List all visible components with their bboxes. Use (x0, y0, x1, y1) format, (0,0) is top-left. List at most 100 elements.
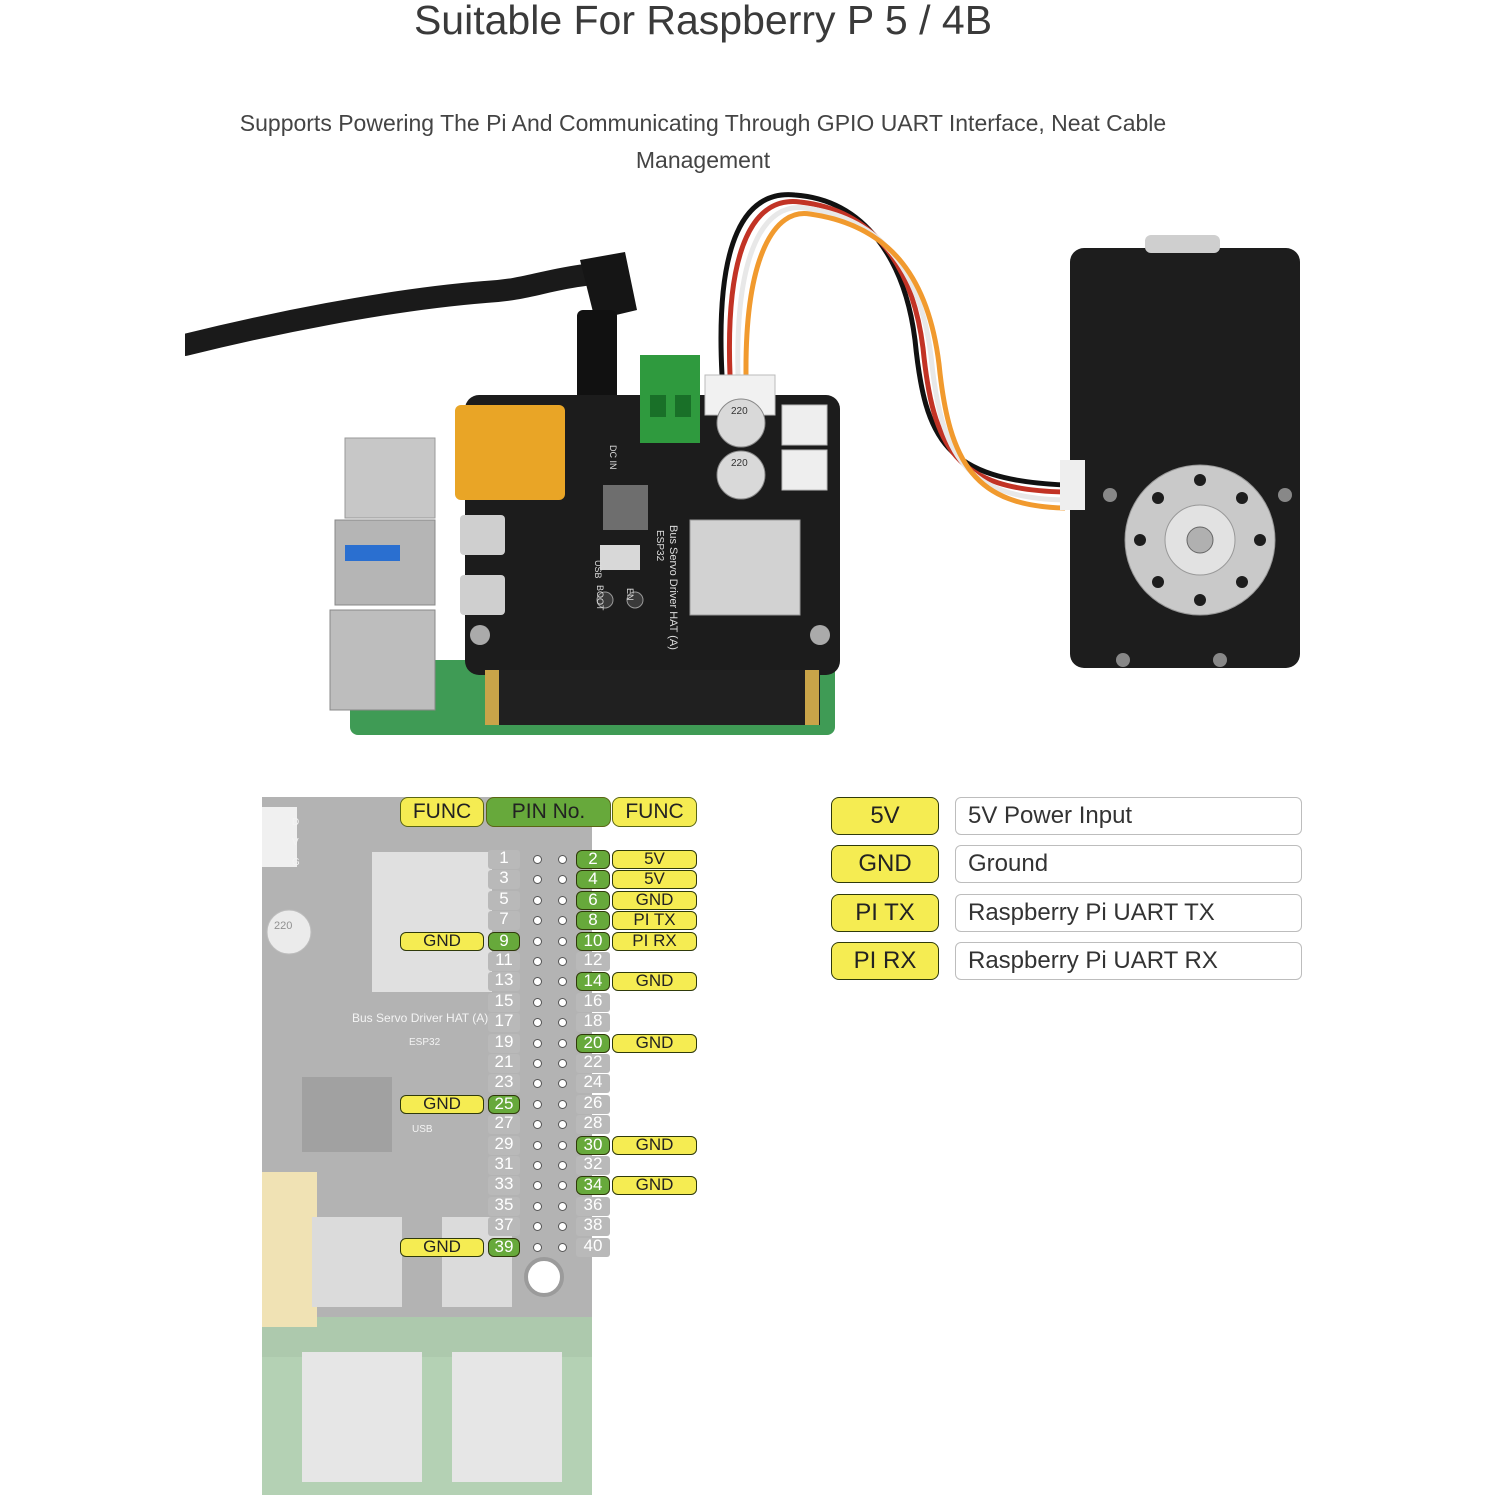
gpio-pin-dot (533, 1141, 542, 1150)
servo-port-2 (781, 404, 828, 446)
pin-number-even: 40 (576, 1237, 610, 1257)
pin-number-odd: 15 (488, 992, 520, 1012)
hat-faded-photo: 220 Bus Servo Driver HAT (A) ESP32 USB D… (262, 797, 592, 1495)
pin-number-even: 12 (576, 951, 610, 971)
ethernet-port (344, 437, 436, 519)
pin-func-right: GND (612, 1176, 697, 1195)
dc-plug-body (580, 252, 637, 320)
pin-number-odd: 17 (488, 1012, 520, 1032)
pin-number-even: 22 (576, 1053, 610, 1073)
gpio-pin-dot (558, 1059, 567, 1068)
pin-number-odd: 37 (488, 1216, 520, 1236)
pin-number-odd: 27 (488, 1114, 520, 1134)
gpio-pin-dot (558, 1039, 567, 1048)
gpio-pin-dot (558, 998, 567, 1007)
gpio-pin-dot (533, 1243, 542, 1252)
gpio-pin-dot (533, 1018, 542, 1027)
header-g-label: G (292, 857, 300, 868)
gpio-pin-dot (558, 916, 567, 925)
pin-number-odd: 31 (488, 1155, 520, 1175)
gpio-pin-dot (558, 896, 567, 905)
pin-func-left: GND (400, 1095, 484, 1114)
en-button (626, 591, 644, 609)
pin-number-even: 18 (576, 1012, 610, 1032)
pin-func-right: GND (612, 891, 697, 910)
legend-desc-gnd: Ground (955, 845, 1302, 883)
pin-number-even: 34 (576, 1176, 610, 1195)
gpio-pin-dot (533, 1100, 542, 1109)
dc-in-label: DC IN (608, 445, 618, 470)
header-func-left: FUNC (400, 797, 484, 827)
gpio-pin-dot (558, 1202, 567, 1211)
gpio-pin-dot (533, 1120, 542, 1129)
header-d-label: D (292, 817, 299, 828)
gpio-pin-dot (533, 1161, 542, 1170)
chip-label: ESP32 (654, 530, 665, 562)
pin-number-odd: 23 (488, 1073, 520, 1093)
slide-switch (600, 545, 640, 570)
servo-screw (1186, 526, 1214, 554)
pin-func-right: GND (612, 1136, 697, 1155)
legend-key-5v: 5V (831, 797, 939, 835)
legend-desc-pirx: Raspberry Pi UART RX (955, 942, 1302, 980)
gpio-pin-dot (558, 855, 567, 864)
pin-func-left: GND (400, 932, 484, 951)
en-label: EN (625, 588, 635, 601)
capacitor-label-2: 220 (731, 458, 748, 469)
gpio-pin-dot (558, 1141, 567, 1150)
header-func-right: FUNC (612, 797, 697, 827)
pin-number-even: 10 (576, 932, 610, 951)
gpio-pin-dot (533, 998, 542, 1007)
gpio-pin-dot (533, 937, 542, 946)
pin-number-even: 38 (576, 1216, 610, 1236)
pin-number-even: 20 (576, 1034, 610, 1053)
gpio-pin-dot (533, 875, 542, 884)
page-subtitle: Supports Powering The Pi And Communicati… (239, 110, 1167, 173)
gpio-pin-dot (558, 1079, 567, 1088)
gpio-pin-dot (533, 1202, 542, 1211)
esp32-module (689, 519, 801, 616)
board-name-label: Bus Servo Driver HAT (A) (667, 525, 679, 650)
pin-number-even: 36 (576, 1196, 610, 1216)
capacitor-1 (716, 398, 766, 448)
pin-func-right: 5V (612, 850, 697, 869)
usb-c-1 (460, 515, 505, 555)
gpio-pin-dot (558, 937, 567, 946)
gpio-pin-dot (533, 1039, 542, 1048)
legend-desc-pitx: Raspberry Pi UART TX (955, 894, 1302, 932)
pin-number-even: 2 (576, 850, 610, 869)
pin-number-odd: 5 (488, 890, 520, 910)
cap-label-faded: 220 (274, 920, 292, 932)
header-pin-no: PIN No. (486, 797, 611, 827)
header-v-label: V (292, 837, 299, 848)
pin-number-even: 8 (576, 911, 610, 930)
legend-key-gnd: GND (831, 845, 939, 883)
gpio-pin-dot (558, 1243, 567, 1252)
capacitor-label-1: 220 (731, 406, 748, 417)
gpio-pin-dot (533, 1059, 542, 1068)
gpio-pin-dot (533, 916, 542, 925)
pin-number-odd: 1 (488, 849, 520, 869)
pin-number-even: 16 (576, 992, 610, 1012)
pin-func-right: GND (612, 1034, 697, 1053)
usb-port-2 (329, 609, 436, 711)
pin-number-odd: 21 (488, 1053, 520, 1073)
inductor (603, 485, 648, 530)
gpio-pin-dot (533, 1181, 542, 1190)
pin-number-odd: 3 (488, 869, 520, 889)
pin-number-odd: 25 (488, 1095, 520, 1114)
gpio-pin-dot (558, 1181, 567, 1190)
pin-func-right: PI TX (612, 911, 697, 930)
gpio-pin-dot (533, 977, 542, 986)
pin-number-even: 30 (576, 1136, 610, 1155)
gpio-pin-dot (558, 977, 567, 986)
legend-key-pitx: PI TX (831, 894, 939, 932)
gpio-pin-dot (558, 1100, 567, 1109)
pin-number-even: 28 (576, 1114, 610, 1134)
gpio-pin-dot (558, 1120, 567, 1129)
pin-number-odd: 33 (488, 1175, 520, 1195)
gpio-pin-dot (558, 1018, 567, 1027)
pin-number-even: 4 (576, 870, 610, 889)
xt-connector (455, 405, 565, 500)
board-name-faded: Bus Servo Driver HAT (A) (352, 1011, 488, 1025)
